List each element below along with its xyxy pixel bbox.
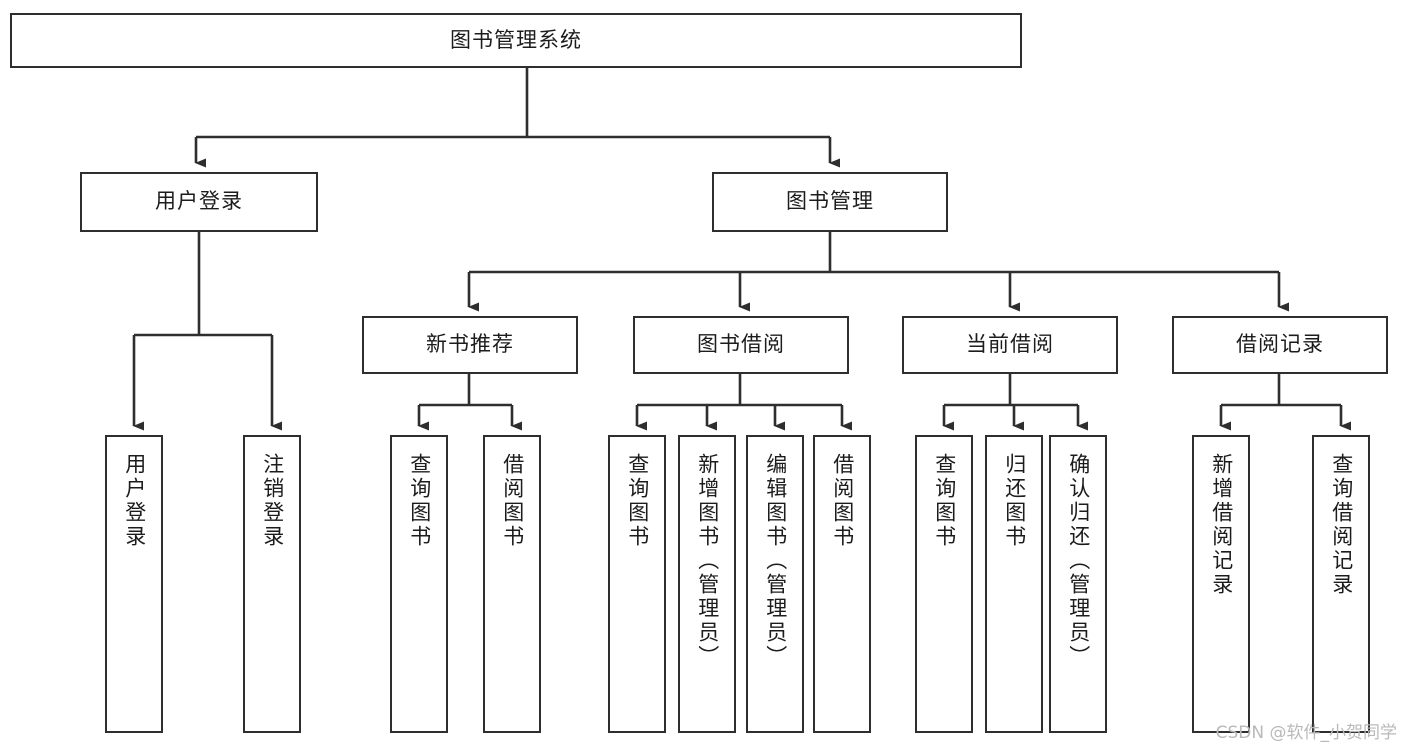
- leaf-label: 归还图书: [1002, 453, 1027, 549]
- node-borrow-record-label: 借阅记录: [1236, 332, 1324, 357]
- leaf-label: 查询借阅记录: [1329, 453, 1354, 597]
- node-borrow-record[interactable]: 借阅记录: [1172, 316, 1388, 374]
- leaf-label: 用户登录: [122, 453, 147, 549]
- node-user-login-label: 用户登录: [155, 189, 243, 214]
- leaf-record-add[interactable]: 新增借阅记录: [1192, 435, 1250, 733]
- leaf-label: 借阅图书: [830, 453, 855, 549]
- leaf-label: 借阅图书: [500, 453, 525, 549]
- leaf-user-login-logout[interactable]: 注销登录: [243, 435, 301, 733]
- node-root-label: 图书管理系统: [450, 27, 582, 52]
- leaf-label: 注销登录: [260, 453, 285, 549]
- leaf-new-book-borrow[interactable]: 借阅图书: [483, 435, 541, 733]
- leaf-label: 新增借阅记录: [1209, 453, 1234, 597]
- node-book-management[interactable]: 图书管理: [712, 172, 948, 232]
- node-new-book-recommend[interactable]: 新书推荐: [362, 316, 578, 374]
- leaf-new-book-query[interactable]: 查询图书: [390, 435, 448, 733]
- node-root[interactable]: 图书管理系统: [10, 13, 1022, 68]
- leaf-current-confirm-return[interactable]: 确认归还（管理员）: [1049, 435, 1107, 733]
- leaf-borrow-query-book[interactable]: 查询图书: [608, 435, 666, 733]
- leaf-current-return-book[interactable]: 归还图书: [985, 435, 1043, 733]
- leaf-label: 查询图书: [407, 453, 432, 549]
- node-current-borrow[interactable]: 当前借阅: [902, 316, 1118, 374]
- leaf-label: 确认归还（管理员）: [1066, 453, 1091, 669]
- node-user-login[interactable]: 用户登录: [80, 172, 318, 232]
- leaf-borrow-add-book[interactable]: 新增图书（管理员）: [678, 435, 736, 733]
- leaf-borrow-borrow-book[interactable]: 借阅图书: [813, 435, 871, 733]
- node-book-management-label: 图书管理: [786, 189, 874, 214]
- leaf-label: 编辑图书（管理员）: [763, 453, 788, 669]
- leaf-user-login-login[interactable]: 用户登录: [105, 435, 163, 733]
- leaf-label: 查询图书: [932, 453, 957, 549]
- leaf-label: 新增图书（管理员）: [695, 453, 720, 669]
- node-current-borrow-label: 当前借阅: [966, 332, 1054, 357]
- leaf-label: 查询图书: [625, 453, 650, 549]
- leaf-record-query[interactable]: 查询借阅记录: [1312, 435, 1370, 733]
- node-book-borrow-label: 图书借阅: [697, 332, 785, 357]
- leaf-borrow-edit-book[interactable]: 编辑图书（管理员）: [746, 435, 804, 733]
- leaf-current-query-book[interactable]: 查询图书: [915, 435, 973, 733]
- node-book-borrow[interactable]: 图书借阅: [633, 316, 849, 374]
- node-new-book-recommend-label: 新书推荐: [426, 332, 514, 357]
